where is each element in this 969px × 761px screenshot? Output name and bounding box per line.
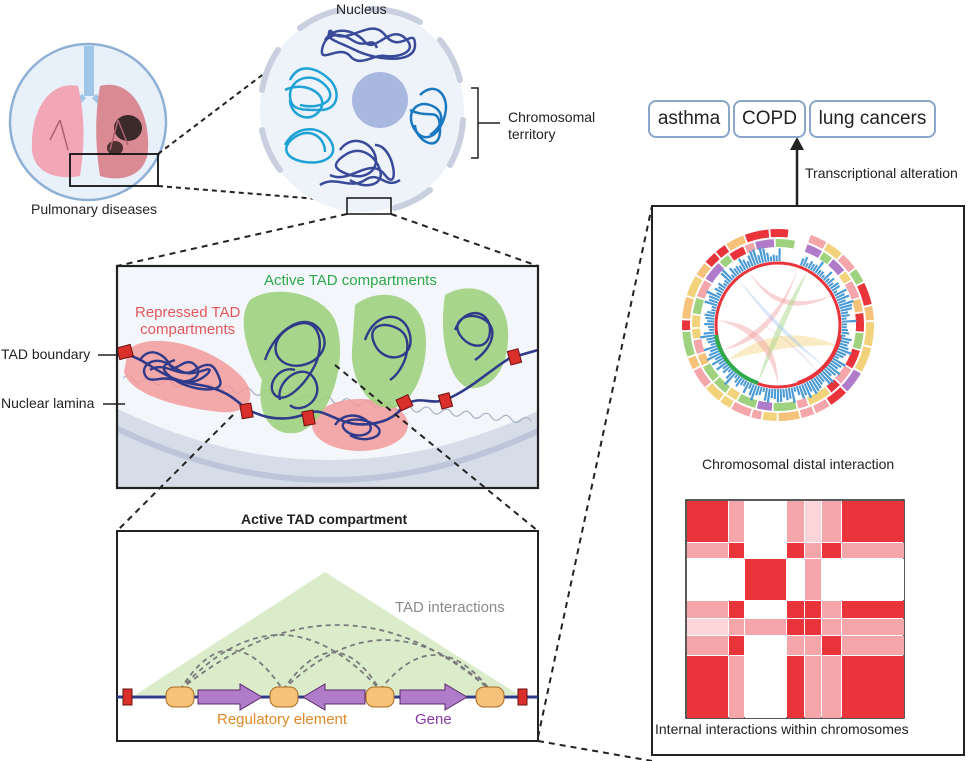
heatmap-cell — [805, 543, 821, 558]
transcriptional-alteration-label: Transcriptional alteration — [805, 165, 958, 181]
heatmap-cell — [805, 501, 821, 542]
heatmap — [685, 499, 905, 719]
heatmap-cell — [842, 601, 904, 618]
heatmap-cell — [745, 601, 786, 618]
heatmap-cell — [822, 619, 841, 635]
heatmap-cell — [787, 636, 804, 655]
gene-label: Gene — [415, 711, 452, 728]
heatmap-cell — [729, 636, 744, 655]
heatmap-cell — [787, 543, 804, 558]
nuclear-lamina-label: Nuclear lamina — [1, 395, 95, 411]
heatmap-cell — [687, 543, 728, 558]
heatmap-cell — [842, 501, 904, 542]
heatmap-cell — [787, 559, 804, 600]
disease-pill-lung-cancers: lung cancers — [809, 100, 936, 138]
repressed-tad-label: Repressed TAD compartments — [135, 304, 241, 339]
zoom-line — [157, 59, 283, 155]
heatmap-cell — [787, 601, 804, 618]
heatmap-cell — [822, 559, 841, 600]
heatmap-cell — [745, 559, 786, 600]
heatmap-cell — [805, 601, 821, 618]
nucleus-title: Nucleus — [336, 1, 387, 17]
heatmap-cell — [822, 636, 841, 655]
chromosomal-territory-label: Chromosomal territory — [508, 109, 596, 142]
heatmap-cell — [687, 636, 728, 655]
heatmap-cell — [805, 636, 821, 655]
heatmap-cell — [787, 619, 804, 635]
tad-compartments-panel — [115, 264, 540, 490]
heatmap-cell — [787, 501, 804, 542]
nucleus-illustration — [259, 5, 466, 215]
tad-boundary-label: TAD boundary — [1, 346, 91, 362]
heatmap-cell — [842, 619, 904, 635]
internal-interactions-label: Internal interactions within chromosomes — [655, 721, 909, 737]
active-tad-panel — [116, 530, 539, 742]
heatmap-cell — [822, 601, 841, 618]
heatmap-cell — [842, 559, 904, 600]
lung-zoom-box — [69, 153, 159, 187]
heatmap-cell — [687, 559, 728, 600]
disease-pill-asthma: asthma — [648, 100, 730, 138]
heatmap-cell — [745, 619, 786, 635]
heatmap-cell — [822, 656, 841, 718]
heatmap-cell — [729, 656, 744, 718]
heatmap-cell — [805, 656, 821, 718]
territory-bracket — [471, 87, 500, 159]
heatmap-cell — [729, 619, 744, 635]
heatmap-cell — [687, 619, 728, 635]
heatmap-cell — [729, 559, 744, 600]
heatmap-cell — [822, 501, 841, 542]
heatmap-cell — [687, 601, 728, 618]
chromosomal-distal-interaction-label: Chromosomal distal interaction — [702, 456, 895, 472]
active-tad-compartment-title: Active TAD compartment — [241, 511, 408, 527]
pulmonary-diseases-label: Pulmonary diseases — [31, 201, 158, 217]
lung-illustration — [8, 42, 168, 202]
heatmap-cell — [745, 656, 786, 718]
heatmap-cell — [842, 543, 904, 558]
heatmap-cell — [745, 543, 786, 558]
disease-pill-copd: COPD — [733, 100, 806, 138]
heatmap-cell — [787, 656, 804, 718]
heatmap-cell — [822, 543, 841, 558]
zoom-line — [157, 185, 331, 201]
circos-plot — [681, 229, 874, 421]
heatmap-cell — [687, 656, 728, 718]
heatmap-cell — [687, 501, 728, 542]
heatmap-cell — [805, 559, 821, 600]
tad-interactions-label: TAD interactions — [395, 599, 505, 616]
heatmap-cell — [745, 501, 786, 542]
heatmap-cell — [729, 601, 744, 618]
heatmap-cell — [745, 636, 786, 655]
tad-triangle — [135, 572, 519, 695]
right-panel — [651, 137, 965, 756]
heatmap-cell — [729, 501, 744, 542]
heatmap-cell — [729, 543, 744, 558]
active-tad-compartments-label: Active TAD compartments — [264, 272, 437, 289]
heatmap-cell — [805, 619, 821, 635]
heatmap-cell — [842, 656, 904, 718]
heatmap-cell — [842, 636, 904, 655]
regulatory-element-label: Regulatory element — [217, 711, 348, 728]
